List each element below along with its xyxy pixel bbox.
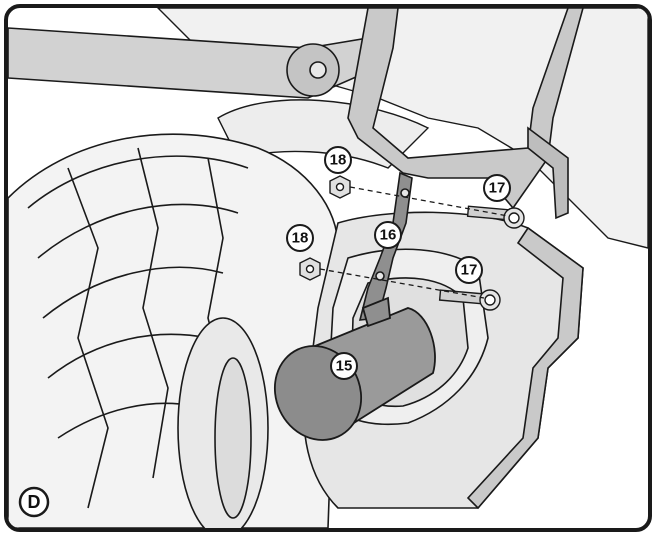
callout-17-upper: 17 xyxy=(483,174,511,202)
callout-17-lower-label: 17 xyxy=(461,262,478,279)
callout-18-lower: 18 xyxy=(286,224,314,252)
callout-15: 15 xyxy=(330,352,358,380)
callout-18-upper-label: 18 xyxy=(330,152,347,169)
nut-lower xyxy=(299,257,321,281)
support-frame xyxy=(347,8,584,220)
diagram-frame: 18 18 17 17 16 15 xyxy=(4,4,652,532)
assembly-illustration: 18 18 17 17 16 15 xyxy=(8,8,648,528)
callout-16: 16 xyxy=(374,221,402,249)
alignment-lines xyxy=(319,186,509,299)
bolt-upper xyxy=(466,205,525,229)
callout-15-label: 15 xyxy=(336,358,353,375)
nut-upper xyxy=(329,175,351,199)
panel-letter: D xyxy=(28,492,41,512)
panel-letter-badge: D xyxy=(18,486,50,518)
callout-16-label: 16 xyxy=(380,227,397,244)
callout-17-upper-label: 17 xyxy=(489,180,506,197)
callout-17-lower: 17 xyxy=(455,256,483,284)
callout-18-lower-label: 18 xyxy=(292,230,309,247)
bolt-lower xyxy=(438,289,501,311)
callout-18-upper: 18 xyxy=(324,146,352,174)
rear-tire xyxy=(8,133,339,528)
